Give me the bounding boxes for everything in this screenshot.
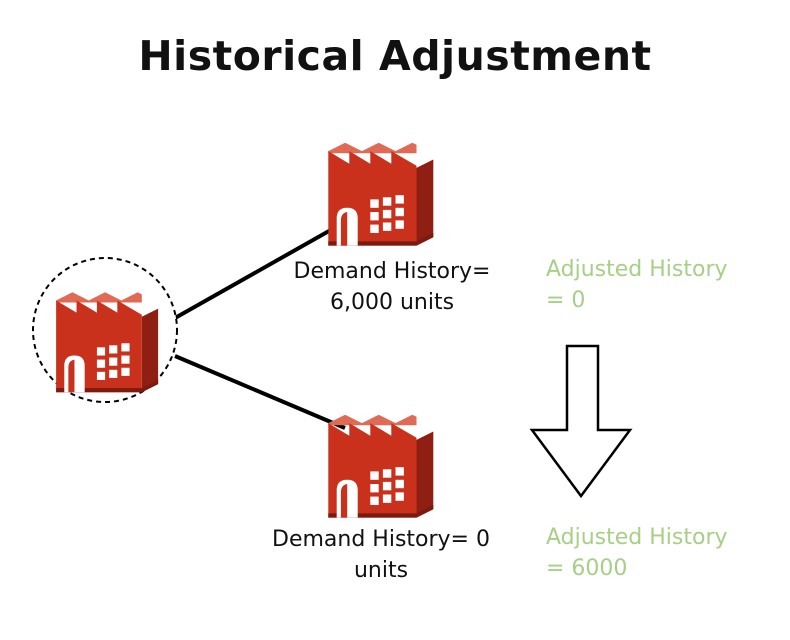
- top-adjusted-line-1: Adjusted History: [546, 257, 728, 282]
- down-arrow-icon: [529, 344, 633, 499]
- bottom-adjusted-history-label: Adjusted History = 6000: [546, 522, 728, 584]
- bottom-demand-line-1: Demand History= 0: [272, 527, 490, 552]
- bottom-demand-history-label: Demand History= 0 units: [250, 524, 512, 586]
- link-line-top: [174, 216, 353, 320]
- target-factory-bottom-icon: [328, 414, 434, 518]
- bottom-demand-line-2: units: [353, 558, 409, 583]
- bottom-adjusted-line-1: Adjusted History: [546, 525, 728, 550]
- top-adjusted-line-2: = 0: [546, 288, 586, 313]
- top-adjusted-history-label: Adjusted History = 0: [546, 254, 728, 316]
- top-demand-history-label: Demand History= 6,000 units: [268, 256, 516, 318]
- top-demand-line-2: 6,000 units: [329, 290, 455, 315]
- bottom-adjusted-line-2: = 6000: [546, 556, 628, 581]
- page-title: Historical Adjustment: [138, 32, 652, 80]
- top-demand-line-1: Demand History=: [293, 259, 491, 284]
- link-line-bottom: [174, 354, 346, 430]
- target-factory-top-icon: [328, 142, 434, 246]
